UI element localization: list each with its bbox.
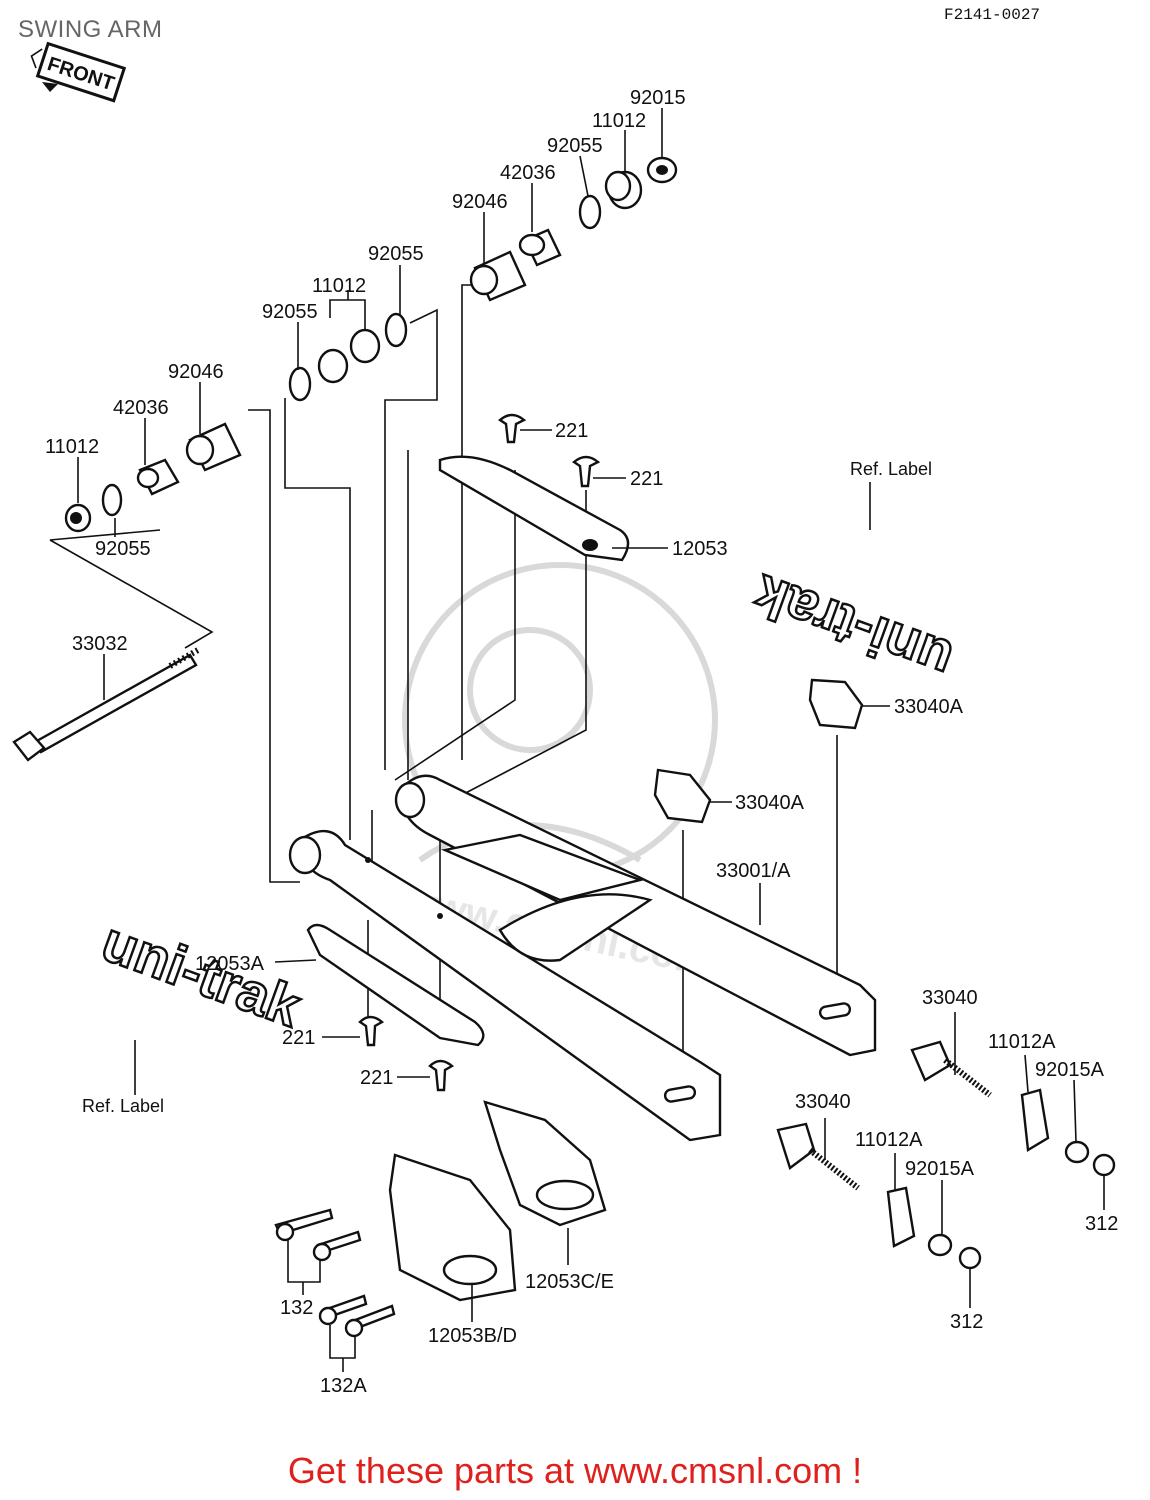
part-label: 92015A bbox=[1035, 1059, 1105, 1081]
part-label: 33032 bbox=[72, 633, 128, 655]
part-label: 33040 bbox=[922, 987, 978, 1009]
front-arrow-icon bbox=[42, 82, 58, 92]
chain-guide bbox=[388, 1100, 607, 1302]
part-label: 312 bbox=[1085, 1213, 1118, 1235]
pivot-stack-middle bbox=[288, 312, 408, 402]
page-title: SWING ARM bbox=[18, 16, 163, 43]
part-label: 92055 bbox=[95, 538, 151, 560]
part-label: 132A bbox=[320, 1375, 367, 1397]
decal-top: Ref. Label uni-trak bbox=[744, 459, 962, 694]
part-label: 92055 bbox=[547, 135, 603, 157]
part-label: 33040A bbox=[735, 792, 805, 814]
part-label: 92046 bbox=[452, 191, 508, 213]
part-label: 33040A bbox=[894, 696, 964, 718]
part-label: 92015 bbox=[630, 87, 686, 109]
assembly-lines bbox=[49, 284, 838, 1070]
part-label: 12053A bbox=[195, 953, 265, 975]
ref-label-top: Ref. Label bbox=[850, 459, 932, 479]
part-label: 11012 bbox=[312, 275, 366, 297]
decal-text-top: uni-trak bbox=[745, 563, 960, 693]
swing-arm-body bbox=[288, 774, 877, 1142]
part-label: 42036 bbox=[113, 397, 169, 419]
front-badge: FRONT bbox=[30, 41, 127, 103]
part-label: 11012 bbox=[45, 436, 99, 458]
part-labels: 92015 11012 92055 42036 92046 92055 1101… bbox=[45, 87, 1118, 1397]
part-label: 92055 bbox=[262, 301, 318, 323]
part-label: 221 bbox=[630, 468, 663, 490]
axle-block-adjusters bbox=[653, 678, 864, 824]
part-label: 42036 bbox=[500, 162, 556, 184]
part-label: 12053 bbox=[672, 538, 728, 560]
chain-slider-lower bbox=[306, 923, 485, 1092]
guide-bolts bbox=[274, 1208, 396, 1338]
part-label: 221 bbox=[282, 1027, 315, 1049]
chain-slider-upper bbox=[438, 413, 630, 562]
part-label: 92046 bbox=[168, 361, 224, 383]
label-leaders bbox=[77, 108, 1105, 1372]
ref-label-bottom: Ref. Label bbox=[82, 1096, 164, 1116]
part-label: 33001/A bbox=[716, 860, 791, 882]
footer-link[interactable]: Get these parts at www.cmsnl.com ! bbox=[287, 1450, 863, 1491]
part-label: 92015A bbox=[905, 1158, 975, 1180]
part-label: 221 bbox=[360, 1067, 393, 1089]
part-label: 11012A bbox=[855, 1129, 923, 1151]
part-label: 312 bbox=[950, 1311, 983, 1333]
part-label: 12053C/E bbox=[525, 1271, 614, 1293]
part-label: 11012 bbox=[592, 110, 646, 132]
part-label: 132 bbox=[280, 1297, 313, 1319]
part-label: 11012A bbox=[988, 1031, 1056, 1053]
part-label: 221 bbox=[555, 420, 588, 442]
pivot-bolt bbox=[12, 647, 200, 762]
decal-bottom: uni-trak Ref. Label bbox=[82, 908, 311, 1116]
part-label: 33040 bbox=[795, 1091, 851, 1113]
pivot-stack-left bbox=[64, 422, 242, 533]
part-label: 12053B/D bbox=[428, 1325, 517, 1347]
diagram-code: F2141-0027 bbox=[944, 6, 1041, 24]
chain-adjusters bbox=[776, 1040, 1116, 1270]
part-label: 92055 bbox=[368, 243, 424, 265]
